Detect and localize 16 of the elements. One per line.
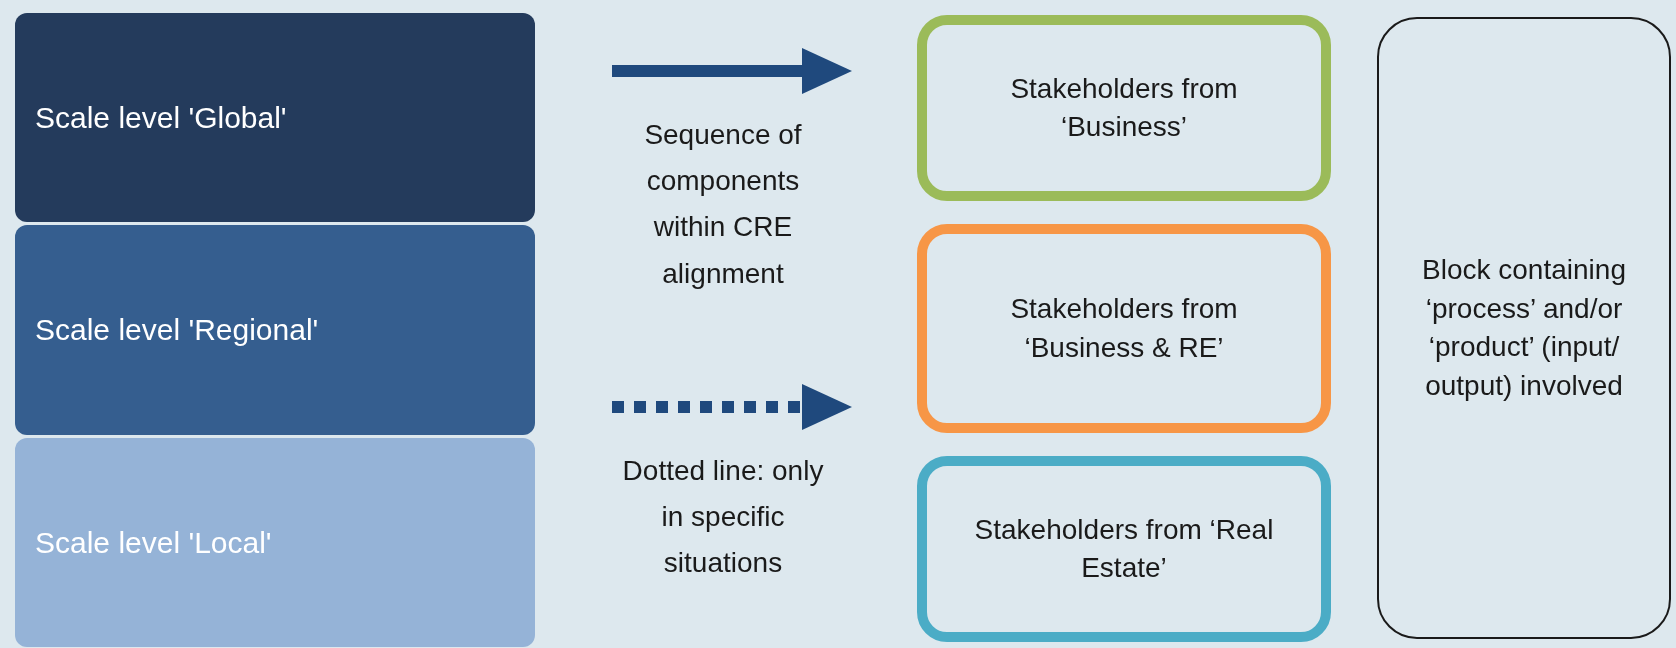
block-box bbox=[1377, 17, 1671, 639]
scale-band bbox=[15, 13, 535, 222]
node-label: Scale level 'Regional' bbox=[35, 312, 319, 349]
scale-band bbox=[15, 438, 535, 647]
node-label: Scale level 'Local' bbox=[35, 524, 272, 561]
legend-text: Sequence of components within CRE alignment bbox=[643, 118, 803, 291]
legend-text: Dotted line: only in specific situations bbox=[621, 454, 825, 581]
node-label: Scale level 'Global' bbox=[35, 99, 287, 136]
node-label: Stakeholders from ‘Business & RE’ bbox=[1009, 292, 1239, 365]
node-label: Block containing ‘process’ and/or ‘product’ (input/ output) involved bbox=[1421, 253, 1627, 403]
scale-band bbox=[15, 225, 535, 435]
stakeholder-box bbox=[917, 224, 1331, 433]
stakeholder-box bbox=[917, 456, 1331, 642]
node-label: Stakeholders from ‘Real Estate’ bbox=[973, 512, 1275, 585]
stakeholder-box bbox=[917, 15, 1331, 201]
node-label: Stakeholders from ‘Business’ bbox=[1009, 71, 1239, 144]
